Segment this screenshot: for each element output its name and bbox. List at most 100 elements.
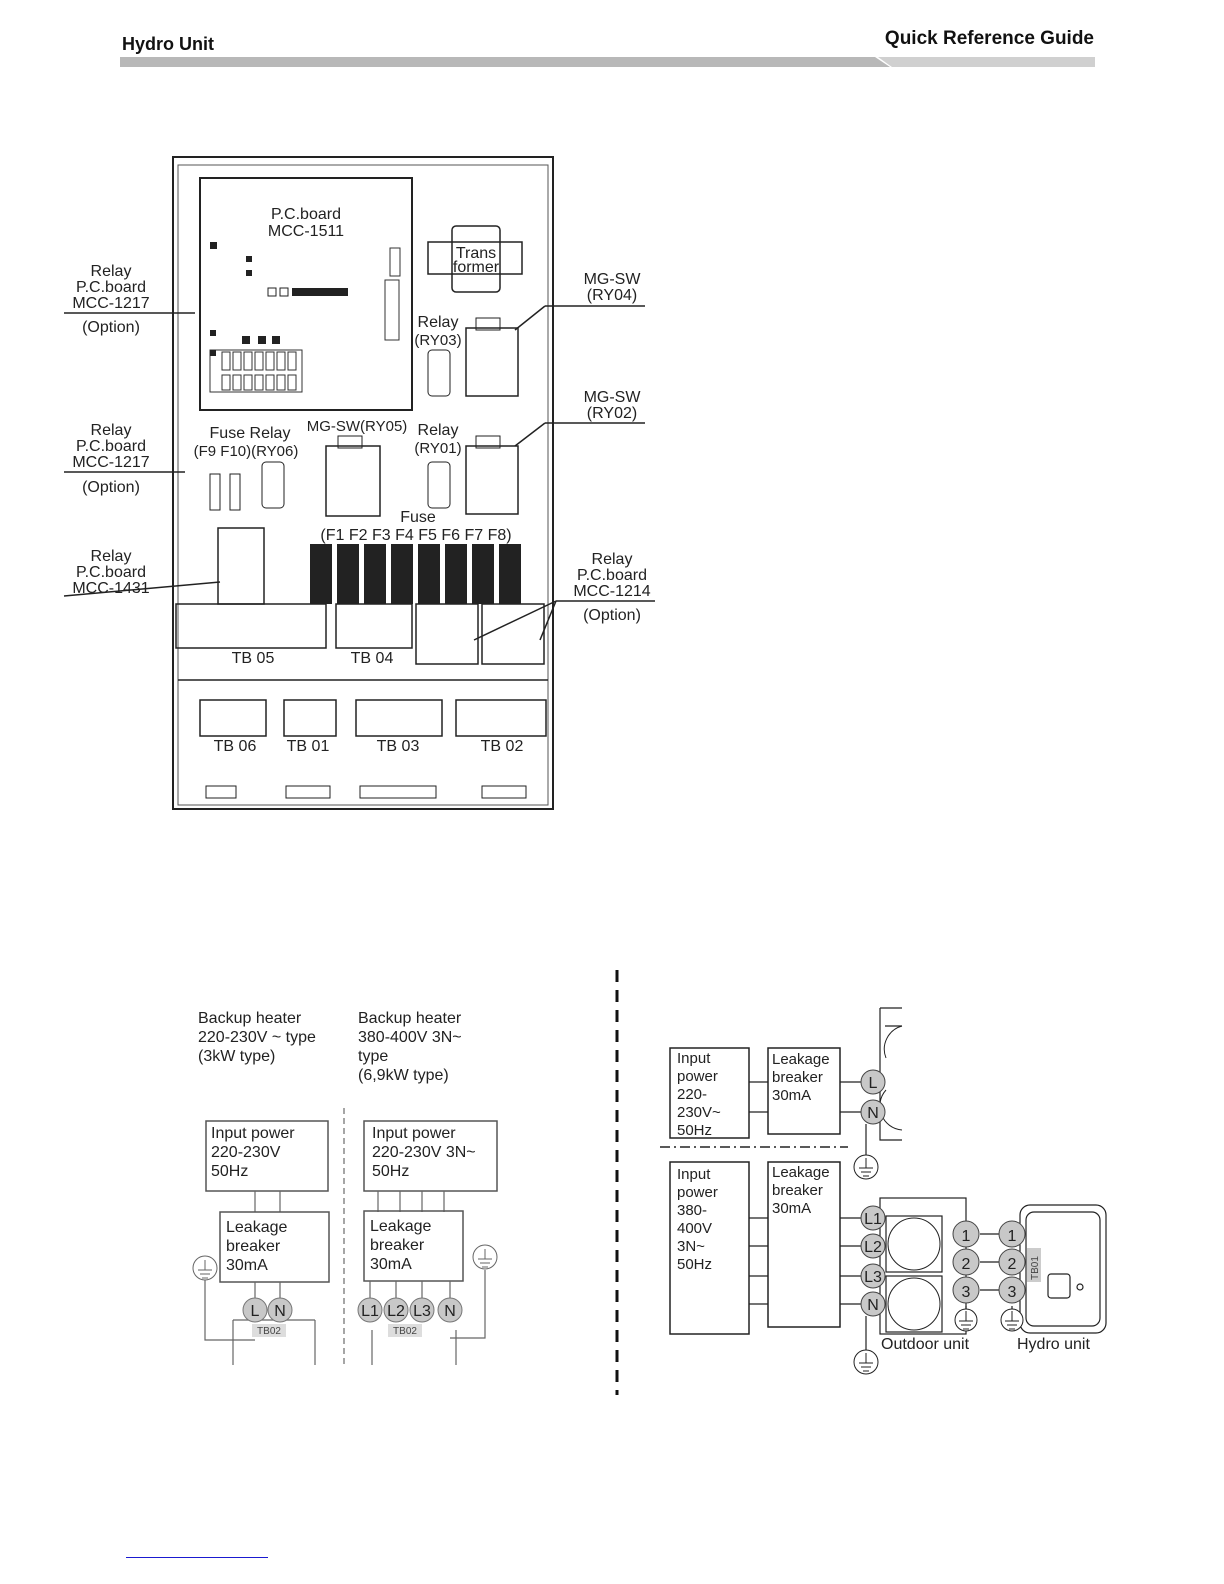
breaker-single-line2: breaker bbox=[772, 1069, 823, 1086]
relay-pcb-4-line4: (Option) bbox=[583, 607, 641, 624]
relay-pcb-3-line3: MCC-1431 bbox=[72, 580, 149, 597]
breaker2-line2: breaker bbox=[370, 1237, 425, 1254]
transformer-label-2: former bbox=[453, 259, 500, 276]
term-three-l3: L3 bbox=[864, 1269, 882, 1286]
term2-l1: L1 bbox=[361, 1303, 379, 1320]
breaker1-line2: breaker bbox=[226, 1238, 281, 1255]
outdoor-terminal-2: 2 bbox=[962, 1256, 971, 1273]
input2-line3: 50Hz bbox=[372, 1163, 409, 1180]
wiring-diagram-right: Input power 220- 230V~ 50Hz Leakage brea… bbox=[660, 1007, 1107, 1375]
fuse-list-label: (F1 F2 F3 F4 F5 F6 F7 F8) bbox=[320, 527, 511, 544]
input2-line2: 220-230V 3N~ bbox=[372, 1144, 476, 1161]
relay-pcb-1-line1: Relay bbox=[91, 263, 132, 280]
breaker-three-line1: Leakage bbox=[772, 1164, 830, 1181]
input-three-line6: 50Hz bbox=[677, 1256, 712, 1273]
input-three-line5: 3N~ bbox=[677, 1238, 705, 1255]
input-single-line3: 220- bbox=[677, 1086, 707, 1103]
breaker2-line3: 30mA bbox=[370, 1256, 412, 1273]
ground-icon bbox=[192, 1255, 218, 1281]
col1-title-line1: Backup heater bbox=[198, 1010, 302, 1027]
relay-pcb-3-line2: P.C.board bbox=[76, 564, 146, 581]
col2-title-line4: (6,9kW type) bbox=[358, 1067, 449, 1084]
term-three-l1: L1 bbox=[864, 1211, 882, 1228]
relay-pcb-4-line2: P.C.board bbox=[577, 567, 647, 584]
relay-pcb-2-line2: P.C.board bbox=[76, 438, 146, 455]
input-three-line2: power bbox=[677, 1184, 718, 1201]
input1-line1: Input power bbox=[211, 1125, 295, 1142]
hydro-terminal-3: 3 bbox=[1008, 1284, 1017, 1301]
breaker1-line1: Leakage bbox=[226, 1219, 287, 1236]
outdoor-terminal-1: 1 bbox=[962, 1228, 971, 1245]
input-three-line3: 380- bbox=[677, 1202, 707, 1219]
term-three-l2: L2 bbox=[864, 1239, 882, 1256]
breaker2-line1: Leakage bbox=[370, 1218, 431, 1235]
header-left-title: Hydro Unit bbox=[122, 34, 214, 54]
wiring-diagram-left: Backup heater 220-230V ~ type (3kW type)… bbox=[192, 1010, 498, 1365]
term1-n: N bbox=[274, 1303, 286, 1320]
tb06-label: TB 06 bbox=[214, 738, 257, 755]
tb05-label: TB 05 bbox=[232, 650, 275, 667]
outdoor-unit-label: Outdoor unit bbox=[881, 1336, 970, 1353]
pcb-main-model: MCC-1511 bbox=[268, 223, 344, 240]
relay-pcb-3-line1: Relay bbox=[91, 548, 132, 565]
relay-ry01-line1: Relay bbox=[418, 422, 459, 439]
hydro-terminal-1: 1 bbox=[1008, 1228, 1017, 1245]
tb02-label: TB 02 bbox=[481, 738, 524, 755]
mgsw-ry04-line2: (RY04) bbox=[587, 287, 637, 304]
col2-title-line1: Backup heater bbox=[358, 1010, 462, 1027]
tb01-label: TB 01 bbox=[287, 738, 330, 755]
transformer-label-1: Trans bbox=[456, 245, 496, 262]
col1-title-line3: (3kW type) bbox=[198, 1048, 275, 1065]
outdoor-terminal-3: 3 bbox=[962, 1284, 971, 1301]
term2-n: N bbox=[444, 1303, 456, 1320]
col2-title-line3: type bbox=[358, 1048, 388, 1065]
relay-pcb-4-line1: Relay bbox=[592, 551, 633, 568]
input-single-line4: 230V~ bbox=[677, 1104, 721, 1121]
term-three-n: N bbox=[867, 1297, 879, 1314]
relay-pcb-2-line4: (Option) bbox=[82, 479, 140, 496]
relay-pcb-2-line1: Relay bbox=[91, 422, 132, 439]
term-single-n: N bbox=[867, 1105, 879, 1122]
mgsw-ry04-line1: MG-SW bbox=[584, 271, 642, 288]
mgsw-ry05-label: MG-SW(RY05) bbox=[307, 418, 408, 435]
header-bar bbox=[120, 57, 1095, 67]
relay-pcb-1-line4: (Option) bbox=[82, 319, 140, 336]
term-single-l: L bbox=[869, 1075, 878, 1092]
section-divider bbox=[615, 970, 619, 1395]
input1-line2: 220-230V bbox=[211, 1144, 281, 1161]
hydro-unit-label: Hydro unit bbox=[1017, 1336, 1090, 1353]
relay-ry03-line2: (RY03) bbox=[414, 332, 461, 349]
ground-icon bbox=[954, 1308, 978, 1332]
term2-l3: L3 bbox=[413, 1303, 431, 1320]
relay-pcb-1-line2: P.C.board bbox=[76, 279, 146, 296]
hydro-terminal-2: 2 bbox=[1008, 1256, 1017, 1273]
relay-pcb-1-line3: MCC-1217 bbox=[72, 295, 149, 312]
header-right-title: Quick Reference Guide bbox=[884, 28, 1094, 49]
relay-ry01-line2: (RY01) bbox=[414, 440, 461, 457]
footer-link-underline bbox=[126, 1557, 268, 1558]
breaker-three-line3: 30mA bbox=[772, 1200, 811, 1217]
tb04-label: TB 04 bbox=[351, 650, 394, 667]
fuse-relay-sublabel: (F9 F10)(RY06) bbox=[194, 443, 299, 460]
mgsw-ry02-line1: MG-SW bbox=[584, 389, 642, 406]
relay-pcb-4-line3: MCC-1214 bbox=[573, 583, 650, 600]
input1-line3: 50Hz bbox=[211, 1163, 248, 1180]
ground-icon bbox=[1000, 1308, 1024, 1332]
input-three-line4: 400V bbox=[677, 1220, 712, 1237]
fuse-label: Fuse bbox=[400, 509, 436, 526]
col1-title-line2: 220-230V ~ type bbox=[198, 1029, 316, 1046]
input2-line1: Input power bbox=[372, 1125, 456, 1142]
tb03-label: TB 03 bbox=[377, 738, 420, 755]
col2-title-line2: 380-400V 3N~ bbox=[358, 1029, 462, 1046]
pcb-main-label: P.C.board bbox=[271, 206, 341, 223]
ground-icon bbox=[472, 1244, 498, 1270]
ground-icon bbox=[853, 1154, 879, 1180]
breaker-single-line1: Leakage bbox=[772, 1051, 830, 1068]
term1-l: L bbox=[251, 1303, 260, 1320]
breaker-single-line3: 30mA bbox=[772, 1087, 811, 1104]
term2-l2: L2 bbox=[387, 1303, 405, 1320]
input-single-line5: 50Hz bbox=[677, 1122, 712, 1139]
input-three-line1: Input bbox=[677, 1166, 711, 1183]
relay-pcb-2-line3: MCC-1217 bbox=[72, 454, 149, 471]
control-box-diagram: P.C.board MCC-1511 Trans former Relay P.… bbox=[63, 156, 655, 810]
